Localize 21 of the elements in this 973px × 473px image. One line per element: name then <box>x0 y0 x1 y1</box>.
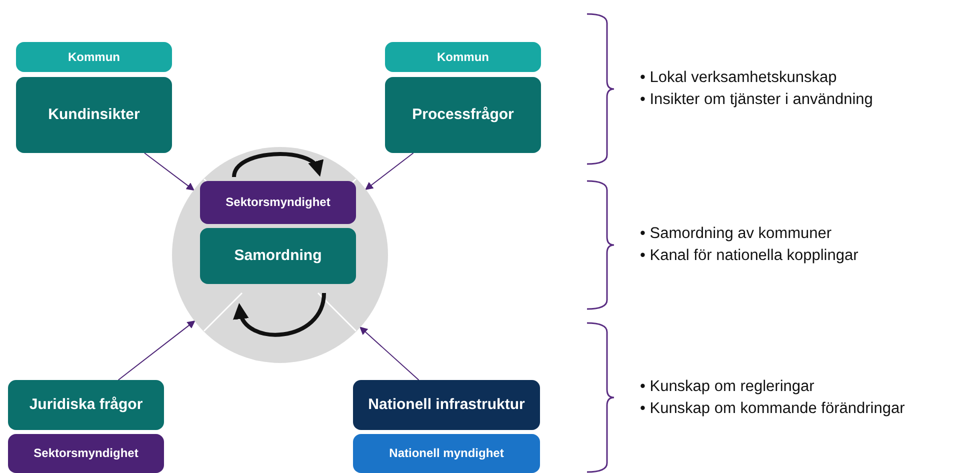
bullet-text: • Kunskap om kommande förändringar <box>640 400 905 418</box>
arrow <box>118 320 196 380</box>
bullet-text: • Lokal verksamhetskunskap <box>640 69 837 87</box>
process-box: Processfrågor <box>385 77 541 153</box>
bullet-text: • Kanal för nationella kopplingar <box>640 247 858 265</box>
bullet-text: • Kunskap om regleringar <box>640 378 814 396</box>
role-box: Nationell myndighet <box>353 434 540 473</box>
bullet-text: • Samordning av kommuner <box>640 225 832 243</box>
process-box: Juridiska frågor <box>8 380 164 430</box>
bullet-text: • Insikter om tjänster i användning <box>640 91 873 109</box>
circle-shape <box>172 147 388 363</box>
arrow <box>360 326 420 380</box>
arrow <box>144 152 194 191</box>
process-box: Samordning <box>200 228 356 284</box>
role-box: Sektorsmyndighet <box>8 434 164 473</box>
role-box: Sektorsmyndighet <box>200 181 356 224</box>
header-box: Kommun <box>385 42 541 72</box>
header-box: Kommun <box>16 42 172 72</box>
process-box: Kundinsikter <box>16 77 172 153</box>
arrow <box>364 152 414 190</box>
process-box: Nationell infrastruktur <box>353 380 540 430</box>
